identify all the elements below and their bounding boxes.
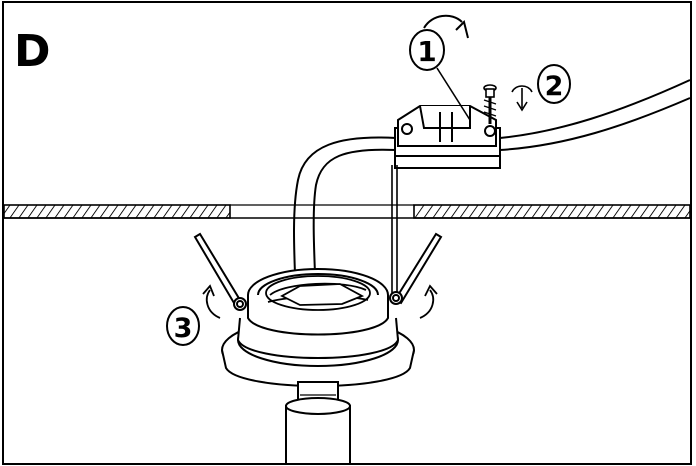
callout-1: 1 xyxy=(409,29,471,121)
power-cable xyxy=(499,79,691,151)
lamp-inner-ring xyxy=(265,275,371,311)
lamp-bulb xyxy=(285,381,351,465)
step-letter: D xyxy=(14,26,51,77)
callout-3: 3 xyxy=(166,284,438,346)
screw-icon xyxy=(483,84,497,124)
terminal-block xyxy=(394,105,501,169)
spring-clip-right xyxy=(389,232,443,305)
rotate-arrow-icon xyxy=(423,14,469,39)
callout-2: 2 xyxy=(511,64,571,112)
ground-wire xyxy=(391,165,398,298)
ceiling-board xyxy=(3,204,691,219)
spring-clip-left xyxy=(193,232,247,311)
lamp-cable xyxy=(293,136,397,301)
callout-3-number: 3 xyxy=(174,313,193,344)
callout-2-number: 2 xyxy=(545,71,564,102)
callout-1-number: 1 xyxy=(417,35,436,68)
